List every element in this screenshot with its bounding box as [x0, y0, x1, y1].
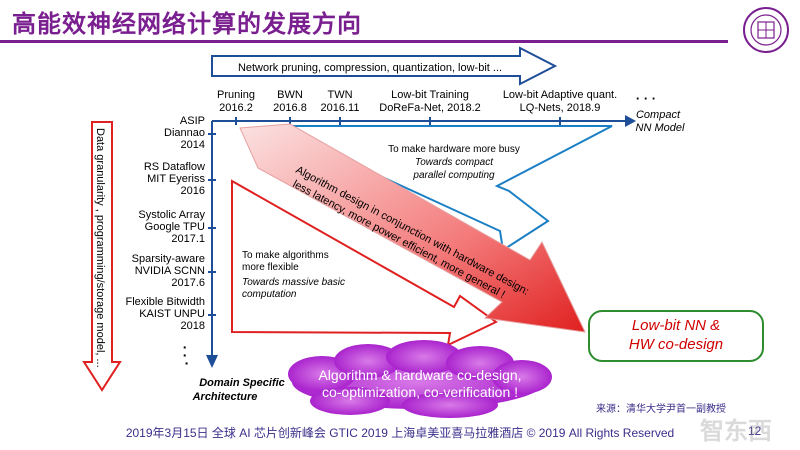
architecture-0-line-0: ASIP [180, 115, 205, 127]
compact-label-1: Compact [636, 109, 681, 121]
vertical-ellipsis-dot-2: · [183, 347, 188, 363]
architecture-4-line-1: KAIST UNPU [139, 308, 205, 320]
timeline-name-4: Low-bit Adaptive quant. [503, 89, 617, 101]
domain-label-1: Domain Specific [199, 377, 285, 389]
architecture-1-line-1: MIT Eyeriss [147, 173, 205, 185]
architecture-2-line-1: Google TPU [145, 221, 205, 233]
domain-label-2: Architecture [192, 391, 258, 403]
architecture-axis-arrowhead [206, 355, 218, 368]
architecture-0-line-1: Diannao [164, 127, 205, 139]
page-number: 12 [748, 424, 762, 438]
architecture-3-line-2: 2017.6 [171, 277, 205, 289]
blue-text-2: Towards compact [415, 157, 494, 168]
timeline-ellipsis: · · · [636, 91, 656, 106]
result-box: Low-bit NN & HW co-design [588, 310, 764, 362]
banner-arrow [211, 46, 558, 86]
vertical-ellipsis-dot-1: · [183, 339, 188, 355]
data-granularity-arrow [82, 121, 122, 392]
timeline-date-3: DoReFa-Net, 2018.2 [379, 102, 481, 114]
timeline-date-2: 2016.11 [321, 102, 360, 114]
banner-text: Network pruning, compression, quantizati… [238, 62, 502, 74]
result-line-1: Low-bit NN & [631, 317, 721, 334]
architecture-3-line-0: Sparsity-aware [132, 253, 205, 265]
vertical-ellipsis: · · · [183, 339, 192, 371]
side-label: Data granularity , programming/storage m… [94, 128, 106, 368]
title-divider [0, 40, 728, 43]
cloud-text-2: co-optimization, co-verification ! [322, 384, 518, 400]
timeline-date-1: 2016.8 [273, 102, 307, 114]
architecture-4-line-2: 2018 [181, 320, 205, 332]
cloud-text-1: Algorithm & hardware co-design, [318, 367, 521, 383]
architecture-0-line-2: 2014 [181, 139, 205, 151]
hardware-busy-arrow [270, 125, 613, 252]
blue-text-3: parallel computing [412, 170, 495, 181]
watermark-logo: 智东西 [700, 418, 772, 445]
result-line-2: HW co-design [628, 336, 724, 353]
red-text-4: computation [242, 289, 297, 300]
university-seal-icon [743, 7, 789, 53]
architecture-1-line-2: 2016 [181, 185, 205, 197]
timeline-date-0: 2016.2 [219, 102, 253, 114]
footer-text: 2019年3月15日 全球 AI 芯片创新峰会 GTIC 2019 上海卓美亚喜… [125, 426, 675, 440]
source-note: 来源：清华大学尹首一副教授 [596, 404, 726, 415]
red-text-2: more flexible [242, 262, 299, 273]
timeline-date-4: LQ-Nets, 2018.9 [520, 102, 601, 114]
co-design-cloud [288, 340, 552, 418]
timeline-name-2: TWN [327, 89, 352, 101]
red-text-1: To make algorithms [242, 250, 329, 261]
red-text-3: Towards massive basic [242, 277, 345, 288]
architecture-2-line-2: 2017.1 [171, 233, 205, 245]
co-design-diagonal-arrow [239, 123, 586, 333]
page-title: 高能效神经网络计算的发展方向 [12, 10, 362, 38]
algorithm-axis-arrowhead [625, 115, 636, 127]
architecture-3-line-1: NVIDIA SCNN [135, 265, 205, 277]
architecture-2-line-0: Systolic Array [138, 209, 205, 221]
architecture-1-line-0: RS Dataflow [144, 161, 205, 173]
vertical-ellipsis-dot-3: · [185, 355, 190, 371]
timeline-name-0: Pruning [217, 89, 255, 101]
timeline-name-3: Low-bit Training [391, 89, 469, 101]
algorithm-flexible-arrow [231, 179, 498, 347]
compact-label-2: NN Model [636, 122, 685, 134]
architecture-4-line-0: Flexible Bitwidth [126, 296, 205, 308]
blue-text-1: To make hardware more busy [388, 144, 520, 155]
timeline-name-1: BWN [277, 89, 303, 101]
